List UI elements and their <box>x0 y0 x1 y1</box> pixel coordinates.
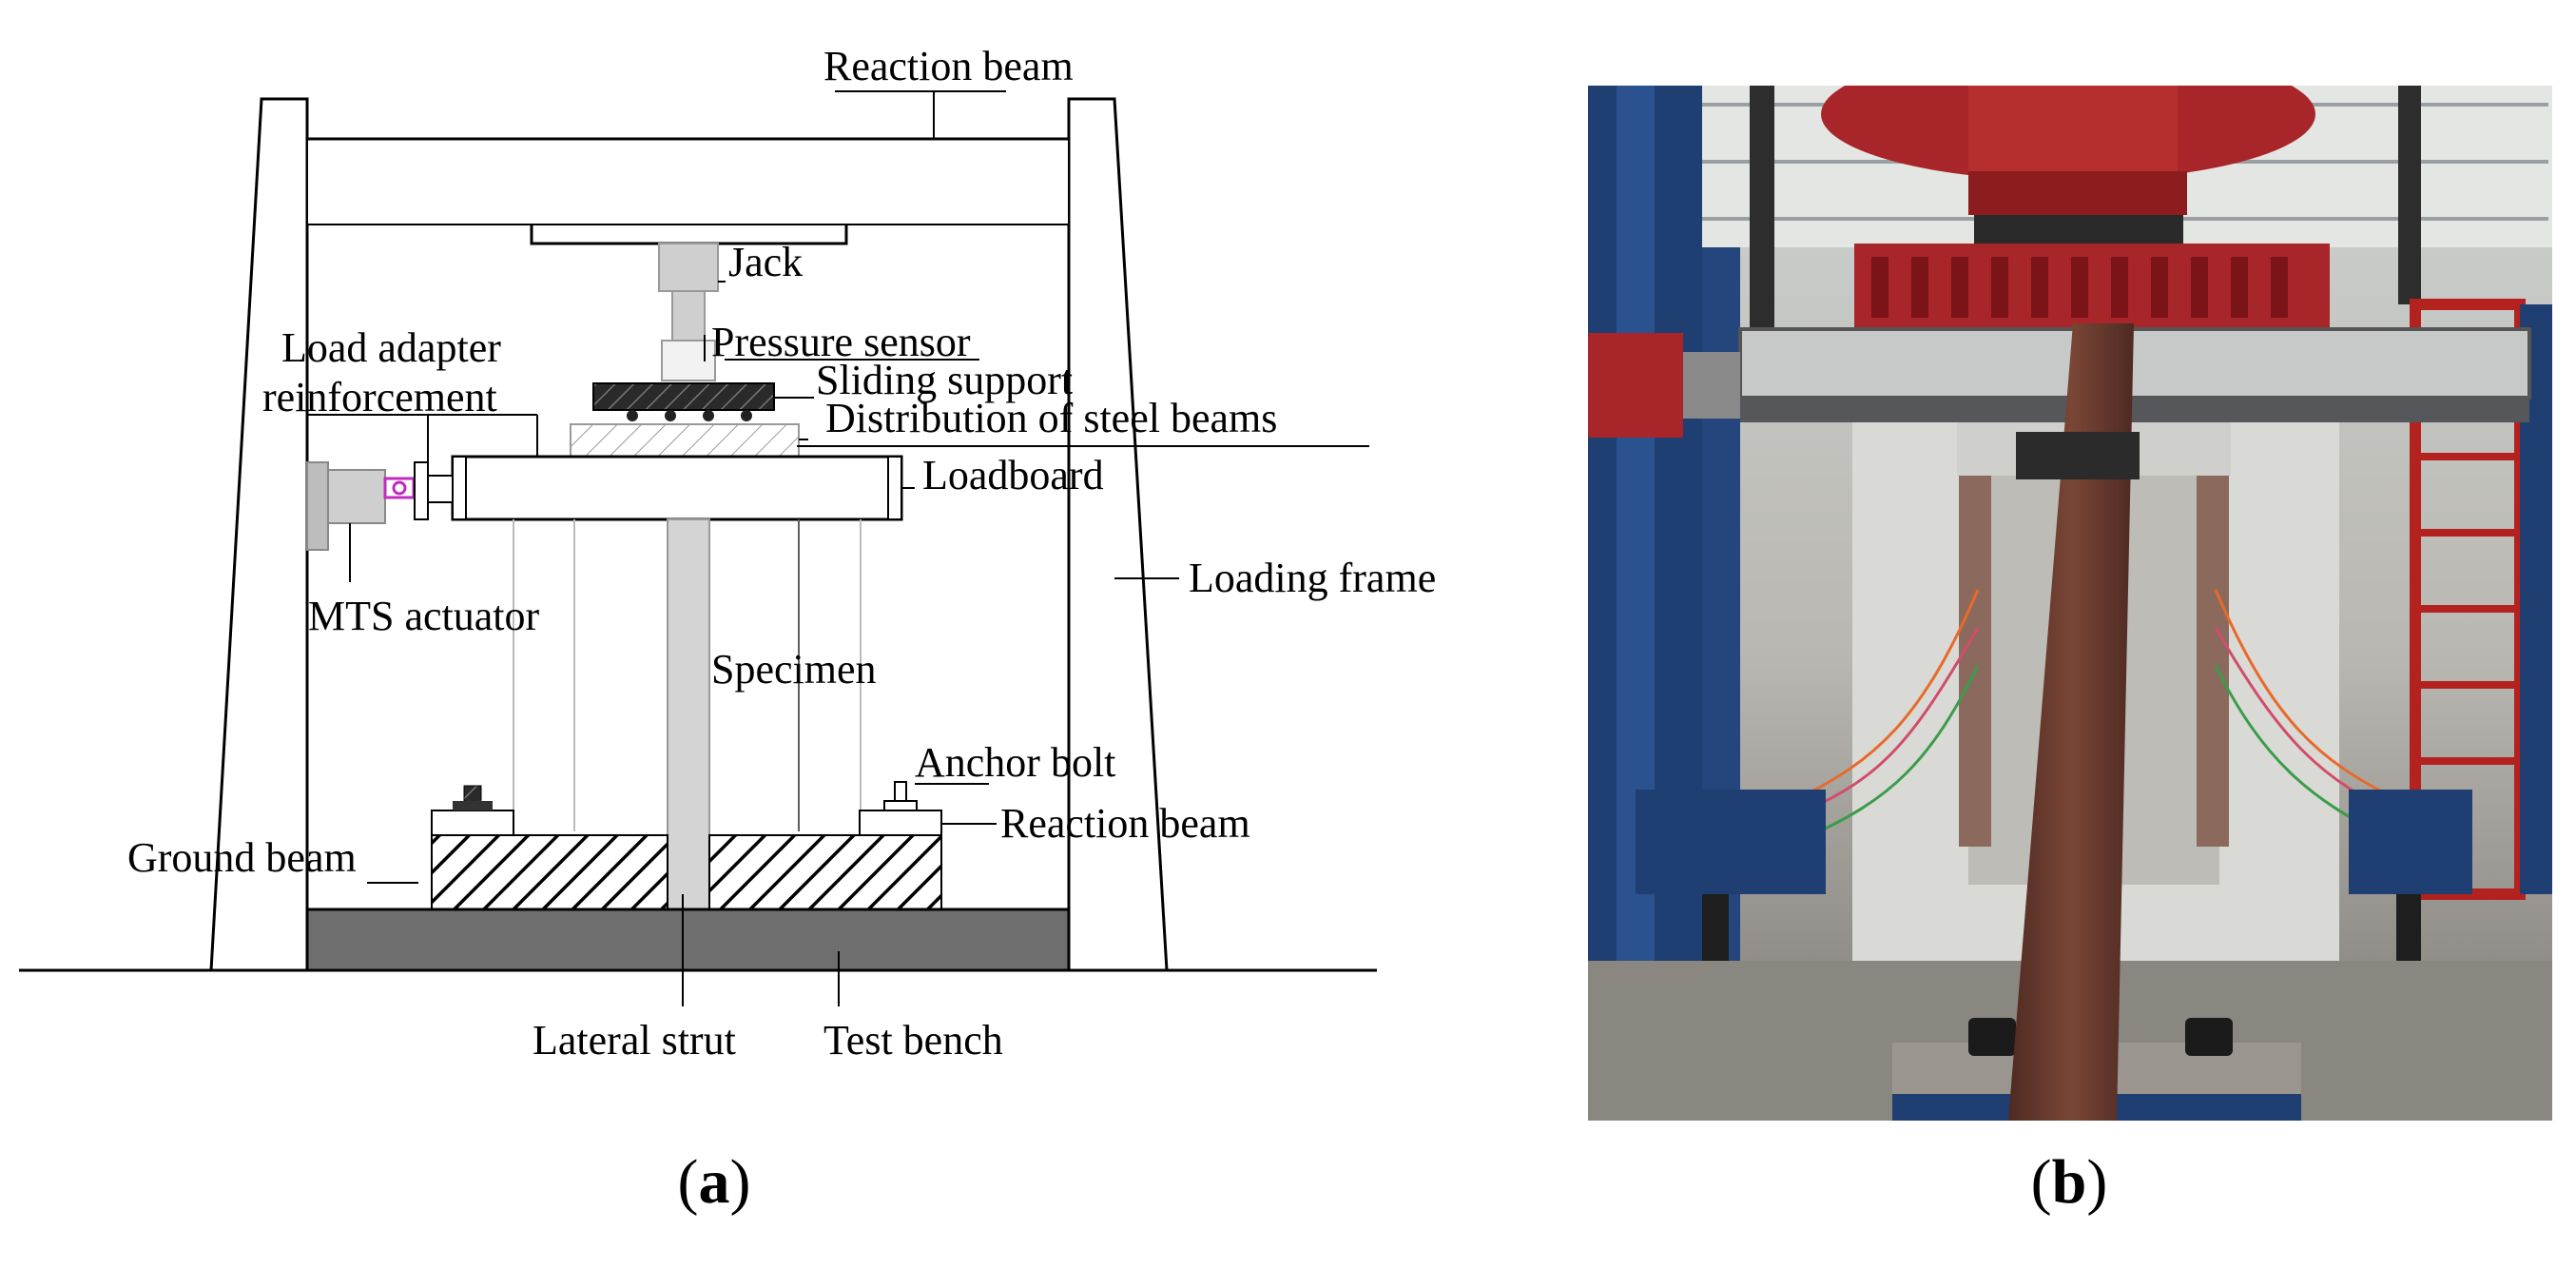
label-pressure-sensor: Pressure sensor <box>711 319 971 365</box>
label-distribution-steel-beams: Distribution of steel beams <box>825 395 1277 441</box>
label-loading-frame: Loading frame <box>1189 555 1436 601</box>
anchor-block-left <box>431 810 514 836</box>
label-reaction-beam-right: Reaction beam <box>1000 800 1250 847</box>
panel-b-photo: (b) <box>1588 86 2552 1217</box>
load-adapter <box>414 461 429 520</box>
photo-lateral-strut <box>2008 323 2134 1121</box>
jack <box>658 243 719 292</box>
panel-a-schematic: Reaction beam Jack Pressure sensor Load … <box>19 43 1436 1217</box>
sliding-support <box>592 382 775 411</box>
label-test-bench: Test bench <box>823 1017 1003 1064</box>
label-ground-beam: Ground beam <box>127 834 357 881</box>
label-reinforcement: reinforcement <box>262 374 497 420</box>
label-lateral-strut: Lateral strut <box>533 1017 736 1064</box>
reaction-beam-block-right <box>859 810 942 836</box>
specimen <box>667 518 710 910</box>
loadboard <box>451 455 903 521</box>
label-specimen: Specimen <box>711 646 877 693</box>
ground-beam <box>431 834 668 910</box>
leader-lines <box>306 90 1369 1006</box>
label-loadboard: Loadboard <box>922 452 1104 498</box>
mts-actuator <box>306 461 329 551</box>
photo-loadboard <box>1738 327 2531 400</box>
panel-a-caption: (a) <box>678 1147 751 1217</box>
label-jack: Jack <box>728 239 803 285</box>
label-anchor-bolt: Anchor bolt <box>915 739 1115 786</box>
label-sliding-support: Sliding support <box>816 357 1073 403</box>
photo-distribution-beam <box>1854 244 2330 329</box>
label-reaction-beam-top: Reaction beam <box>823 43 1074 89</box>
loading-frame-right-column <box>1067 97 1169 972</box>
reaction-beam-top <box>306 138 1070 225</box>
panel-a-labels: Reaction beam Jack Pressure sensor Load … <box>127 43 1436 1064</box>
anchor-bolt <box>894 781 907 802</box>
pressure-sensor <box>661 340 716 381</box>
panel-b-caption: (b) <box>2031 1147 2108 1217</box>
label-mts-actuator: MTS actuator <box>308 593 540 639</box>
label-load-adapter: Load adapter <box>281 324 501 371</box>
distribution-steel-beam <box>570 423 800 458</box>
test-bench <box>305 908 1071 972</box>
